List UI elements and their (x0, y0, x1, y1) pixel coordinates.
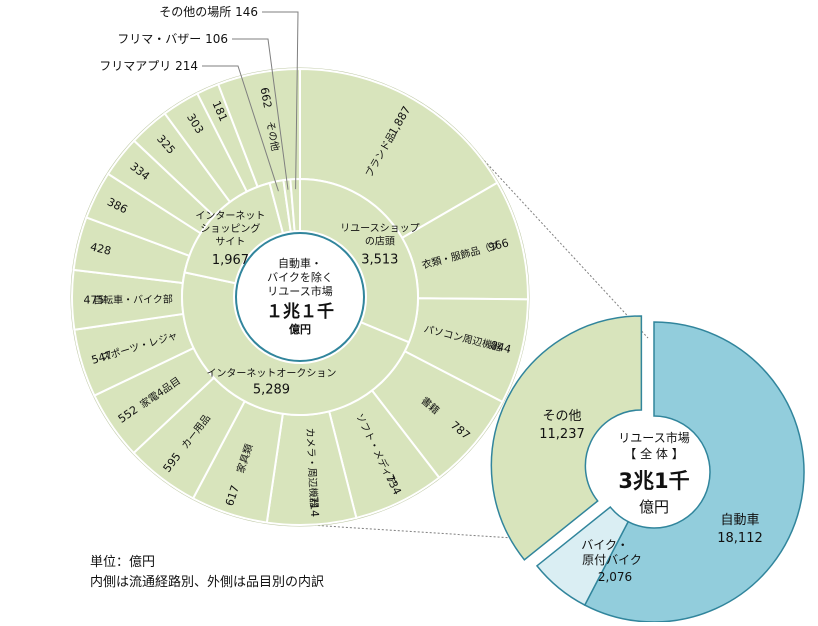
donut-label-name-1: 自動車 (720, 513, 759, 528)
inner-name-label-3-2: ショッピング (200, 222, 260, 235)
inner-slice-6 (289, 177, 301, 233)
leader-line-6 (262, 11, 299, 190)
outer-value-label-18: 662 (258, 86, 275, 109)
inner-name-label-1-2: の店頭 (365, 235, 395, 248)
sunburst-center-total: １兆１千 (266, 302, 334, 322)
donut-center-total: 3兆1千 (618, 469, 689, 493)
inner-name-label-2-1: インターネットオークション (206, 368, 336, 380)
inner-slice-1 (299, 177, 419, 344)
inner-slice-2 (181, 271, 411, 416)
inner-value-label-1: 3,513 (361, 253, 398, 268)
donut-label-name-2a: バイク・ (581, 538, 629, 552)
donut-center-line2: 【 全 体 】 (624, 446, 683, 461)
donut-label-value-3: 11,237 (539, 427, 585, 442)
donut-slice-2 (535, 505, 630, 607)
outer-value-label-10: 547 (90, 348, 114, 367)
donut-slice-1 (583, 321, 805, 623)
sunburst-center-line3: リユース市場 (267, 284, 332, 298)
donut-label-name-3: その他 (542, 409, 581, 424)
sunburst-center-line1: 自動車・ (278, 256, 322, 270)
inner-name-label-3-3: サイト (215, 236, 245, 248)
leader-line-5 (232, 38, 289, 190)
outer-value-label-6: 714 (307, 496, 321, 518)
inner-value-label-2: 5,289 (253, 383, 290, 398)
donut-center-unit: 億円 (639, 498, 669, 516)
inner-name-label-1-1: リユースショップ (340, 223, 420, 235)
sunburst-center-line2: バイクを除く (267, 270, 333, 284)
donut-label-name-2b: 原付バイク (582, 553, 642, 567)
donut-label-value-2: 2,076 (598, 570, 632, 584)
donut-slice-3 (490, 315, 643, 561)
leader-label-5: フリマ・バザー 106 (117, 32, 228, 46)
connector-line-bottom (277, 522, 546, 541)
outer-value-label-2: 966 (487, 236, 511, 254)
inner-value-label-3: 1,967 (212, 253, 249, 268)
connector-line-top (467, 142, 649, 339)
breakdown-note: 内側は流通経路別、外側は品目別の内訳 (90, 575, 325, 590)
donut-center-line1: リユース市場 (618, 430, 689, 445)
outer-value-label-3: 844 (489, 339, 513, 357)
donut-label-value-1: 18,112 (717, 531, 763, 546)
outer-value-label-12: 428 (89, 240, 112, 258)
outer-name-label-6: カメラ・周辺機器 (304, 427, 321, 508)
sunburst-center-circle (235, 232, 365, 362)
outer-name-label-11: 自転車・バイク部 (93, 293, 173, 307)
unit-note: 単位：億円 (90, 555, 156, 570)
outer-value-label-11: 475 (83, 293, 104, 306)
sunburst-center-unit: 億円 (289, 322, 311, 336)
leader-label-4: フリマアプリ 214 (99, 59, 198, 73)
inner-name-label-3-1: インターネット (195, 210, 265, 222)
leader-label-6: その他の場所 146 (159, 5, 258, 19)
leader-line-4 (202, 65, 279, 192)
outer-value-label-7: 617 (223, 484, 242, 508)
